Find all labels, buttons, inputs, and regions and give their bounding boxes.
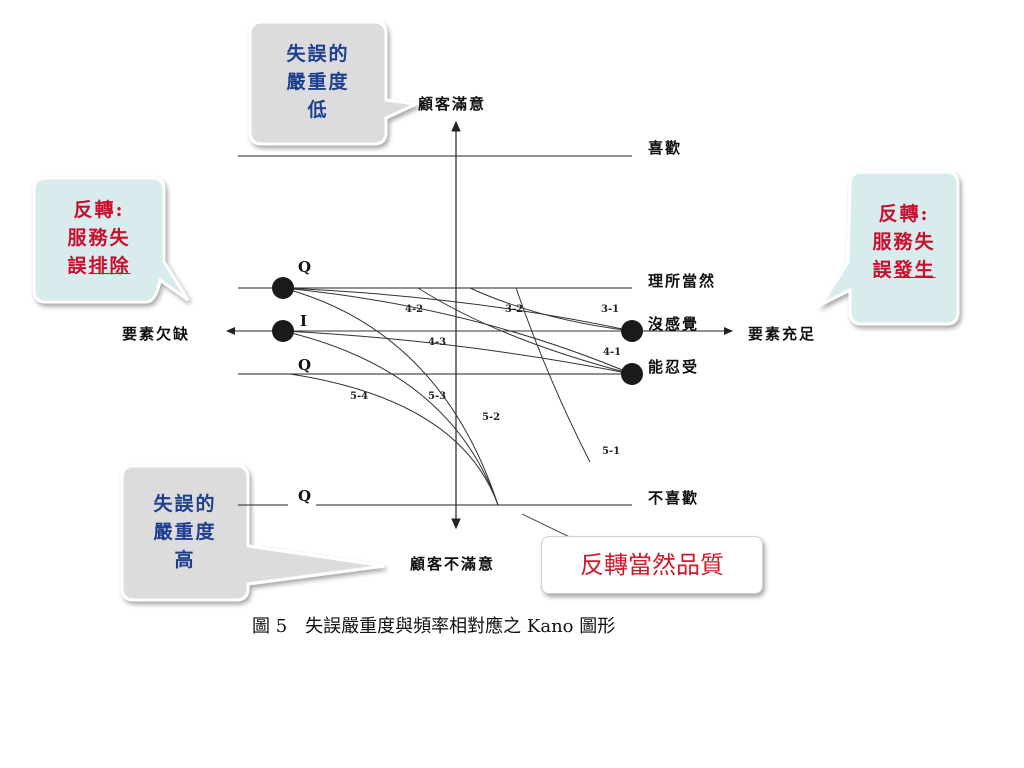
curve-label: 5-1 <box>602 446 621 457</box>
reverse-must-be-box: 反轉當然品質 <box>541 536 763 594</box>
level-label-like: 喜歡 <box>648 139 683 157</box>
curve-label: 4-2 <box>405 304 424 315</box>
y-axis-top-label: 顧客滿意 <box>418 95 487 113</box>
callout-reverse-right <box>817 170 960 326</box>
reverse-left-underlined: 排除 <box>88 255 131 277</box>
curve-q-to-neutral <box>282 287 633 332</box>
curve-label: 3-1 <box>601 304 620 315</box>
point-label-i-mid: I <box>300 312 308 330</box>
reverse-left-line-1: 反轉: <box>73 199 125 221</box>
reverse-must-be-text: 反轉當然品質 <box>580 551 724 579</box>
reverse-right-text: 反轉: 服務失 誤發生 <box>850 200 958 284</box>
severity-high-text: 失誤的 嚴重度 高 <box>122 490 248 574</box>
callout-severity-low <box>248 20 422 146</box>
x-axis-left-label: 要素欠缺 <box>122 325 191 343</box>
severity-low-line-3: 低 <box>307 99 329 121</box>
figure-caption: 圖 5 失誤嚴重度與頻率相對應之 Kano 圖形 <box>252 616 616 637</box>
curve-i-to-dislike <box>282 330 499 506</box>
curve-4-1 <box>417 287 633 375</box>
curve-label: 5-2 <box>482 412 501 423</box>
curve-5-1 <box>515 287 591 463</box>
point-label-q-bottom: Q <box>298 487 312 505</box>
level-label-dislike: 不喜歡 <box>648 489 700 507</box>
reverse-left-line-2: 服務失 <box>67 227 131 249</box>
severity-high-line-2: 嚴重度 <box>153 521 217 543</box>
severity-high-line-1: 失誤的 <box>153 493 217 515</box>
point-label-q-top: Q <box>298 258 312 276</box>
callout-severity-high <box>120 464 385 602</box>
point-i-mid <box>272 320 294 342</box>
severity-low-line-1: 失誤的 <box>286 43 350 65</box>
reverse-left-text: 反轉: 服務失 誤排除 <box>34 196 164 280</box>
point-live-with <box>621 363 643 385</box>
curve-label: 4-1 <box>603 347 622 358</box>
curve-label: 4-3 <box>428 337 447 348</box>
curve-3-1 <box>469 287 633 332</box>
curve-label: 5-3 <box>428 391 447 402</box>
reverse-left-prefix: 誤 <box>67 255 89 277</box>
curve-q-to-dislike <box>282 287 499 506</box>
y-axis-bottom-label: 顧客不滿意 <box>410 555 496 573</box>
reverse-right-prefix: 誤 <box>872 259 894 281</box>
curve-q-to-live-with <box>282 287 633 375</box>
point-q-top <box>272 277 294 299</box>
point-label-q-mid: Q <box>298 356 312 374</box>
reverse-right-line-2: 服務失 <box>872 231 936 253</box>
severity-low-line-2: 嚴重度 <box>286 71 350 93</box>
curve-label: 5-4 <box>350 391 369 402</box>
kano-curves <box>282 287 633 506</box>
curve-label: 3-2 <box>505 304 524 315</box>
severity-high-line-3: 高 <box>174 549 196 571</box>
reverse-right-line-3: 誤發生 <box>850 256 958 284</box>
reverse-left-line-3: 誤排除 <box>34 252 164 280</box>
curve-q-mid-to-dislike <box>289 373 499 506</box>
callout-reverse-left <box>32 176 190 304</box>
reverse-right-line-1: 反轉: <box>878 203 930 225</box>
x-axis-right-label: 要素充足 <box>748 325 817 343</box>
level-label-live-with: 能忍受 <box>648 358 700 376</box>
level-label-neutral: 沒感覺 <box>648 315 700 333</box>
reverse-right-underlined: 發生 <box>893 259 936 281</box>
severity-low-text: 失誤的 嚴重度 低 <box>250 40 386 124</box>
point-neutral <box>621 320 643 342</box>
level-label-must-be: 理所當然 <box>648 272 717 290</box>
curve-i-to-live-with <box>282 330 633 375</box>
